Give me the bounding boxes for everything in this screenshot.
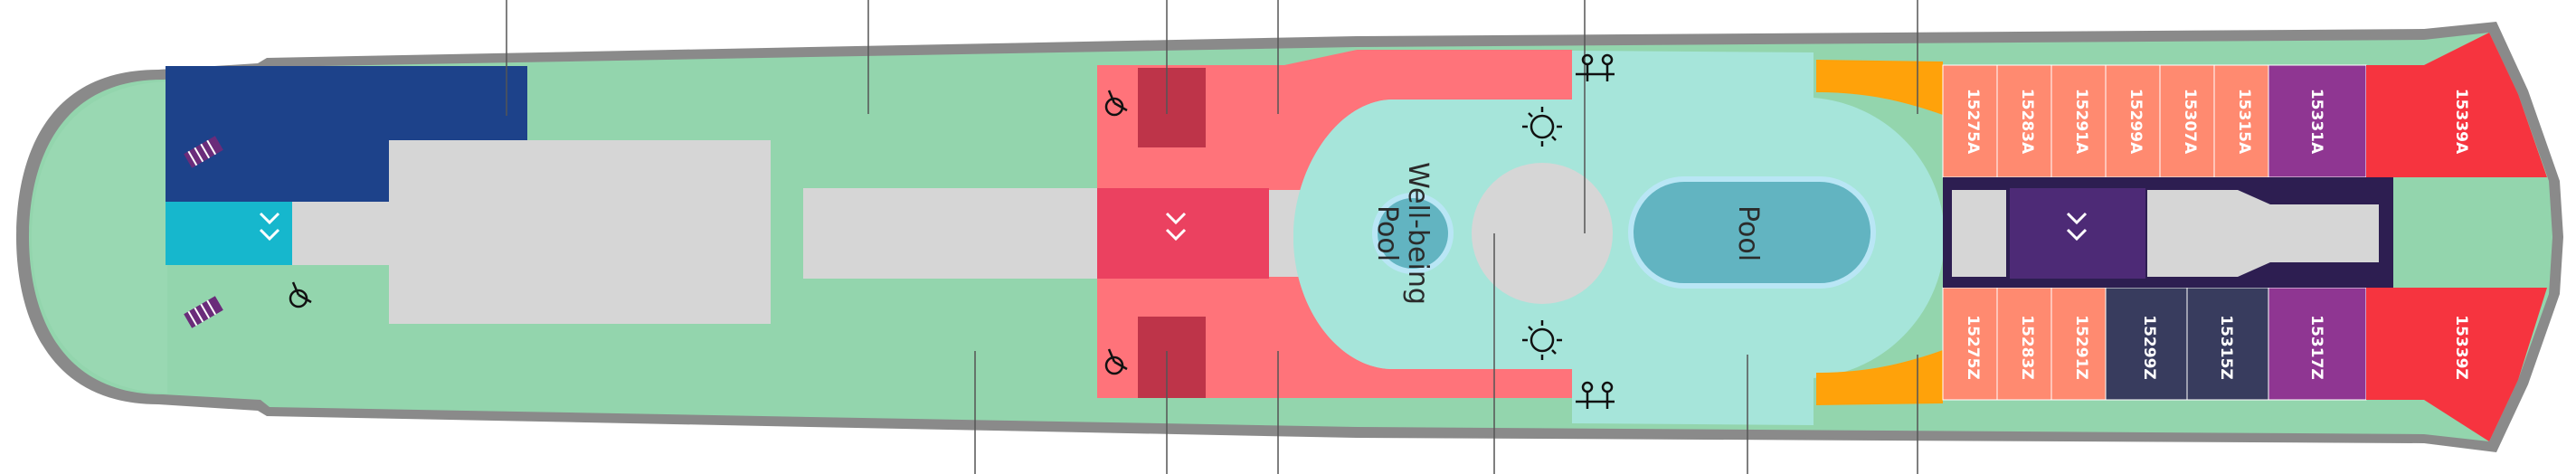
cabin-label-15317Z: 15317Z bbox=[2307, 315, 2325, 379]
violet-stair[interactable] bbox=[2010, 188, 2145, 279]
wellbeing-pool-label-2: Pool bbox=[1371, 205, 1403, 261]
wellbeing-pool bbox=[1372, 193, 1454, 274]
dark-red-lift-bottom[interactable] bbox=[1138, 317, 1206, 398]
grey-block-corridor bbox=[803, 188, 1099, 279]
bow-area bbox=[32, 81, 167, 393]
cabin-15275Z[interactable] bbox=[1942, 287, 1998, 401]
cabin-label-15283Z: 15283Z bbox=[2018, 315, 2036, 379]
sunbed-icon bbox=[184, 136, 223, 168]
cabin-label-15315Z: 15315Z bbox=[2217, 315, 2235, 379]
accessible-icon bbox=[289, 90, 1128, 375]
cabin-label-15307A: 15307A bbox=[2181, 89, 2199, 155]
cabin-label-15291Z: 15291Z bbox=[2072, 315, 2090, 379]
chevron-icon bbox=[259, 212, 2088, 242]
wellbeing-pool-label-1: Well-being bbox=[1402, 162, 1434, 305]
leader-lines bbox=[506, 0, 1918, 474]
cabin-15275A[interactable] bbox=[1942, 64, 1998, 178]
corridor-grey-right bbox=[2147, 190, 2379, 277]
main-pool-label: Pool bbox=[1732, 205, 1764, 261]
cabin-15307A[interactable] bbox=[2159, 64, 2215, 178]
cabin-label-15339A: 15339A bbox=[2452, 89, 2470, 155]
cabin-label-15283A: 15283A bbox=[2018, 89, 2036, 155]
corridor-grey-left bbox=[1952, 190, 2006, 277]
main-pool bbox=[1628, 176, 1876, 289]
cabin-15299A[interactable] bbox=[2105, 64, 2161, 178]
grey-block-main bbox=[389, 140, 771, 324]
cabin-label-15291A: 15291A bbox=[2072, 89, 2090, 155]
cabin-15291A[interactable] bbox=[2050, 64, 2107, 178]
cabin-15317Z[interactable] bbox=[2268, 287, 2367, 401]
cyan-stair[interactable] bbox=[166, 202, 292, 265]
cabin-15339A[interactable] bbox=[2366, 33, 2547, 177]
center-feature bbox=[1472, 163, 1613, 304]
cabin-15339Z[interactable] bbox=[2366, 288, 2547, 441]
cabin-label-15331A: 15331A bbox=[2307, 89, 2325, 155]
sunbed-icon bbox=[184, 296, 223, 328]
cabin-label-15339Z: 15339Z bbox=[2452, 315, 2470, 379]
restroom-icon bbox=[1576, 53, 1615, 409]
cabin-15299Z[interactable] bbox=[2105, 287, 2188, 401]
cabin-15291Z[interactable] bbox=[2050, 287, 2107, 401]
cabin-label-15299Z: 15299Z bbox=[2140, 315, 2158, 379]
cabin-15315A[interactable] bbox=[2213, 64, 2269, 178]
orange-zone-top bbox=[1816, 60, 1943, 115]
cabin-label-15315A: 15315A bbox=[2235, 89, 2253, 155]
cabin-label-15275A: 15275A bbox=[1964, 89, 1982, 155]
cabin-label-15275Z: 15275Z bbox=[1964, 315, 1982, 379]
cabin-15283A[interactable] bbox=[1996, 64, 2052, 178]
cabin-label-15299A: 15299A bbox=[2126, 89, 2145, 155]
sun-icon bbox=[1522, 107, 1562, 360]
orange-zone-bottom bbox=[1816, 350, 1943, 405]
dark-red-lift-top[interactable] bbox=[1138, 68, 1206, 147]
grey-block-left bbox=[292, 202, 392, 265]
cabin-15283Z[interactable] bbox=[1996, 287, 2052, 401]
